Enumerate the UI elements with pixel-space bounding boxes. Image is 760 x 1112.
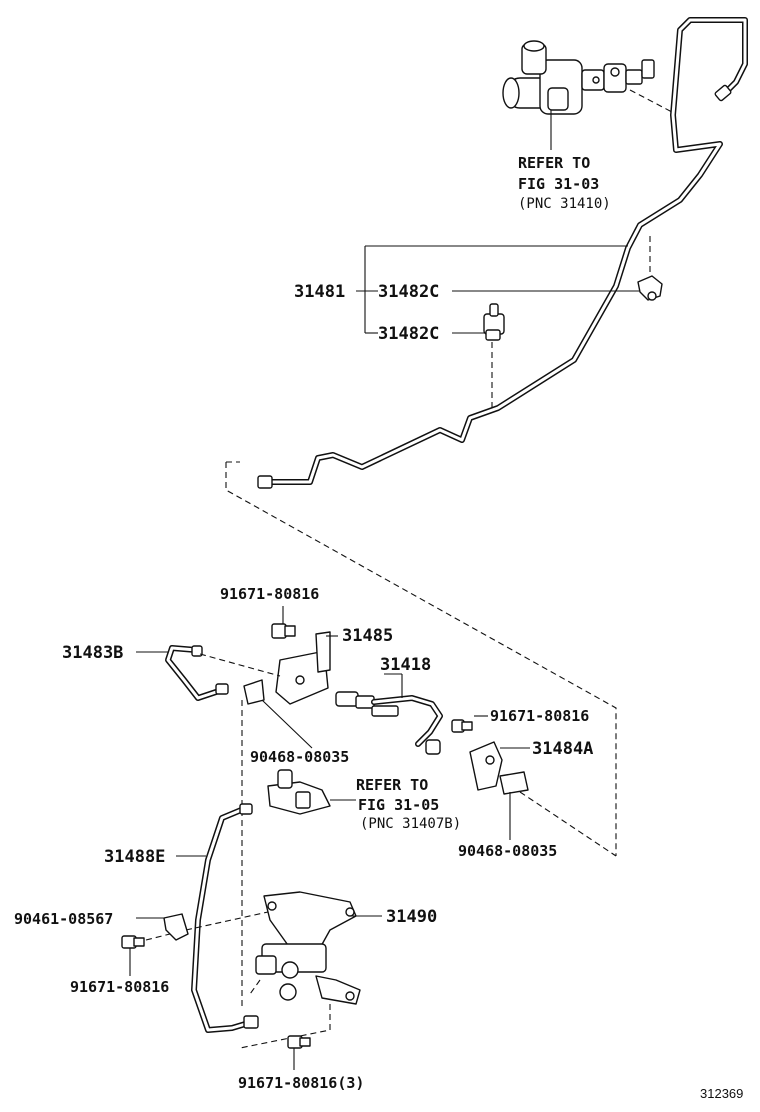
bracket-icon — [469, 741, 503, 791]
bolt-icon — [287, 1035, 311, 1049]
part-label-31490: 31490 — [386, 907, 437, 927]
pipe-clamp-icon — [163, 913, 189, 941]
part-label-bolt-top: 91671-80816 — [220, 585, 319, 603]
refer-note-line3: (PNC 31410) — [518, 196, 611, 212]
part-label-bolt-right: 91671-80816 — [490, 707, 589, 725]
part-label-clip-right: 90468-08035 — [458, 842, 557, 860]
refer-note-mid-line2: FIG 31-05 — [358, 796, 439, 814]
part-label-31481: 31481 — [294, 282, 345, 302]
part-label-bolt-bottom: 91671-80816(3) — [238, 1074, 364, 1092]
part-label-clamp: 90461-08567 — [14, 910, 113, 928]
pipe-clamp-icon — [637, 275, 663, 301]
bolt-icon — [451, 719, 473, 733]
lsp-valve-icon — [255, 891, 361, 1005]
refer-note-line1: REFER TO — [518, 154, 590, 172]
bolt-icon — [121, 935, 145, 949]
part-label-31483b: 31483B — [62, 643, 123, 663]
bolt-icon — [271, 623, 296, 639]
part-label-31485: 31485 — [342, 626, 393, 646]
valve-icon — [267, 769, 331, 815]
part-label-bolt-left: 91671-80816 — [70, 978, 169, 996]
brake-pipe-31488e — [191, 803, 259, 1033]
master-cylinder-icon — [502, 40, 655, 115]
refer-note-mid-line3: (PNC 31407B) — [360, 816, 461, 832]
part-label-31488e: 31488E — [104, 847, 165, 867]
refer-note-mid-line1: REFER TO — [356, 776, 428, 794]
flexible-hose-icon — [335, 691, 443, 755]
pipe-clamp-icon — [483, 303, 505, 341]
brake-pipe-31481 — [257, 17, 748, 489]
clip-icon — [499, 771, 529, 795]
part-label-31482c-a: 31482C — [378, 282, 439, 302]
part-label-clip-left: 90468-08035 — [250, 748, 349, 766]
part-label-31418: 31418 — [380, 655, 431, 675]
brake-pipe-31483b — [165, 645, 229, 701]
refer-note-line2: FIG 31-03 — [518, 175, 599, 193]
part-label-31482c-b: 31482C — [378, 324, 439, 344]
clip-icon — [243, 679, 265, 705]
diagram-id: 312369 — [700, 1086, 743, 1101]
bracket-icon — [275, 631, 331, 705]
part-label-31484a: 31484A — [532, 739, 593, 759]
